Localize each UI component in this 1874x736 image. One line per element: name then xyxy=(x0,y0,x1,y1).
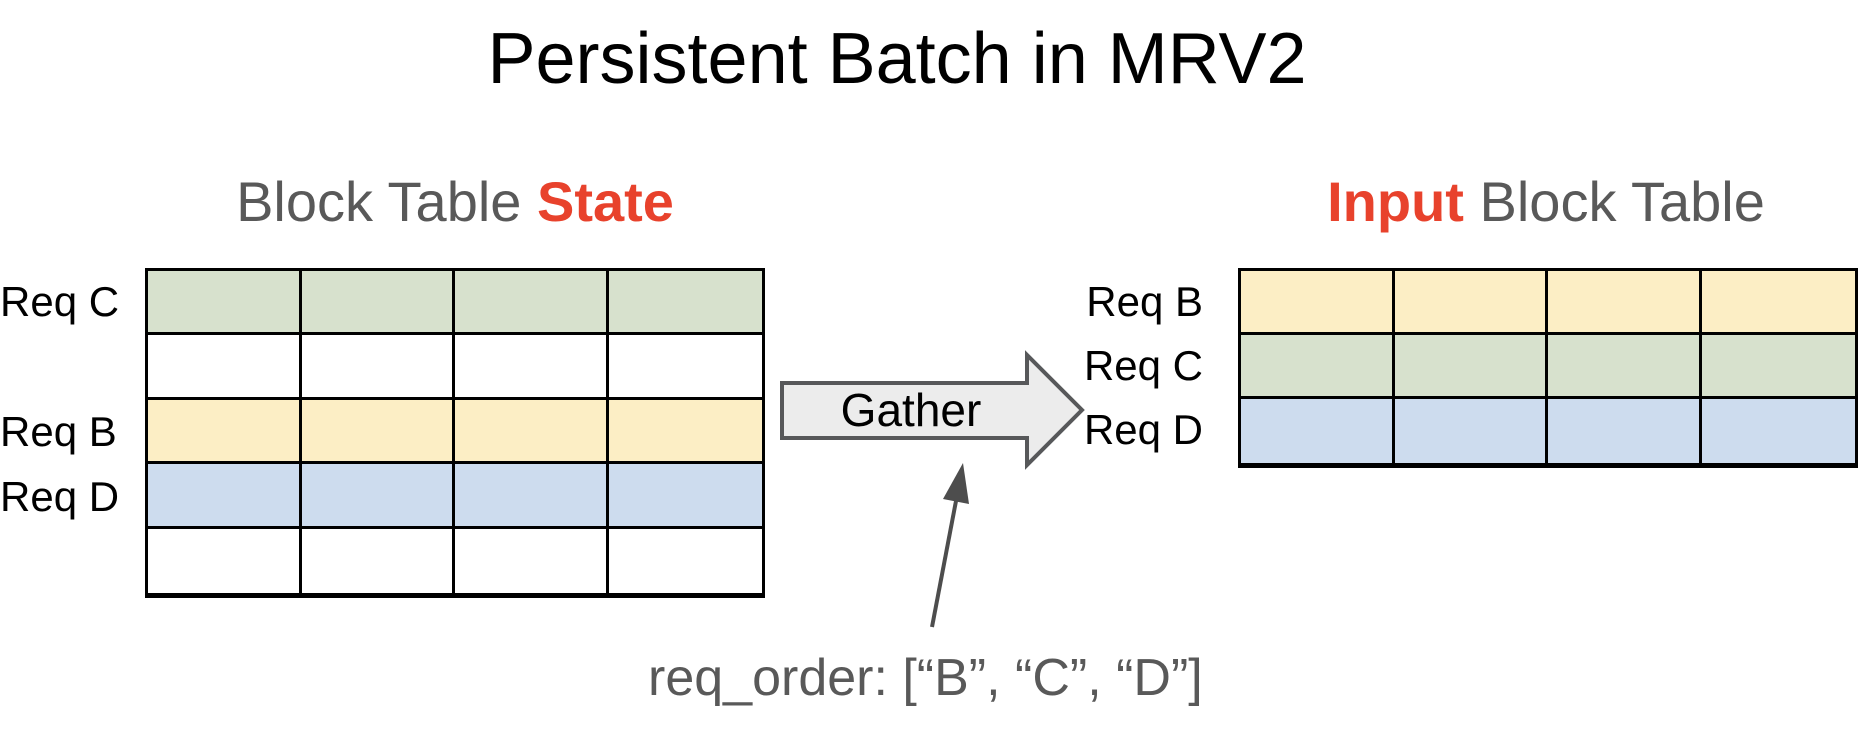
row-label: Req B xyxy=(1086,278,1203,325)
block-cell xyxy=(1548,335,1702,399)
block-cell xyxy=(301,335,455,400)
row-label: Req B xyxy=(0,408,117,455)
gather-arrow-shape xyxy=(780,350,1085,470)
block-cell xyxy=(608,528,762,593)
block-cell xyxy=(608,399,762,465)
block-cell xyxy=(455,528,609,593)
block-cell xyxy=(455,399,609,465)
block-cell xyxy=(1241,271,1395,335)
input-table-heading: Input Block Table xyxy=(1327,170,1765,234)
block-cell xyxy=(1241,335,1395,399)
state-block-table xyxy=(145,268,765,598)
row-label: Req D xyxy=(1083,406,1203,453)
block-cell xyxy=(1701,335,1855,399)
row-label: Req C xyxy=(1083,342,1203,389)
gather-arrow xyxy=(780,350,1085,470)
input-block-table xyxy=(1238,268,1858,468)
block-cell xyxy=(148,528,302,593)
gather-arrow-label: Gather xyxy=(840,384,982,436)
pointer-line xyxy=(930,500,958,628)
row-label: Req C xyxy=(0,278,120,325)
block-cell xyxy=(455,464,609,529)
block-cell xyxy=(1548,271,1702,335)
block-cell xyxy=(148,335,302,400)
input-heading-plain: Block Table xyxy=(1463,170,1765,233)
block-cell xyxy=(455,335,609,400)
block-cell xyxy=(608,335,762,400)
block-cell xyxy=(1548,399,1702,463)
block-cell xyxy=(301,271,455,336)
req-order-text: req_order: [“B”, “C”, “D”] xyxy=(648,649,1203,707)
input-heading-accent: Input xyxy=(1327,170,1464,233)
block-cell xyxy=(1394,399,1548,463)
block-cell xyxy=(301,399,455,465)
block-cell xyxy=(148,271,302,336)
block-cell xyxy=(301,528,455,593)
block-cell xyxy=(608,271,762,336)
block-cell xyxy=(148,464,302,529)
block-cell xyxy=(301,464,455,529)
block-cell xyxy=(1394,271,1548,335)
state-heading-plain: Block Table xyxy=(236,170,537,233)
block-cell xyxy=(1241,399,1395,463)
slide-title: Persistent Batch in MRV2 xyxy=(487,19,1307,99)
block-cell xyxy=(608,464,762,529)
block-cell xyxy=(1701,399,1855,463)
state-table-heading: Block Table State xyxy=(236,170,674,234)
block-cell xyxy=(148,399,302,465)
block-cell xyxy=(1394,335,1548,399)
block-cell xyxy=(455,271,609,336)
req-order-pointer-arrow xyxy=(930,463,969,628)
pointer-arrowhead xyxy=(943,463,969,504)
row-label: Req D xyxy=(0,473,120,520)
block-cell xyxy=(1701,271,1855,335)
state-heading-accent: State xyxy=(536,170,674,233)
